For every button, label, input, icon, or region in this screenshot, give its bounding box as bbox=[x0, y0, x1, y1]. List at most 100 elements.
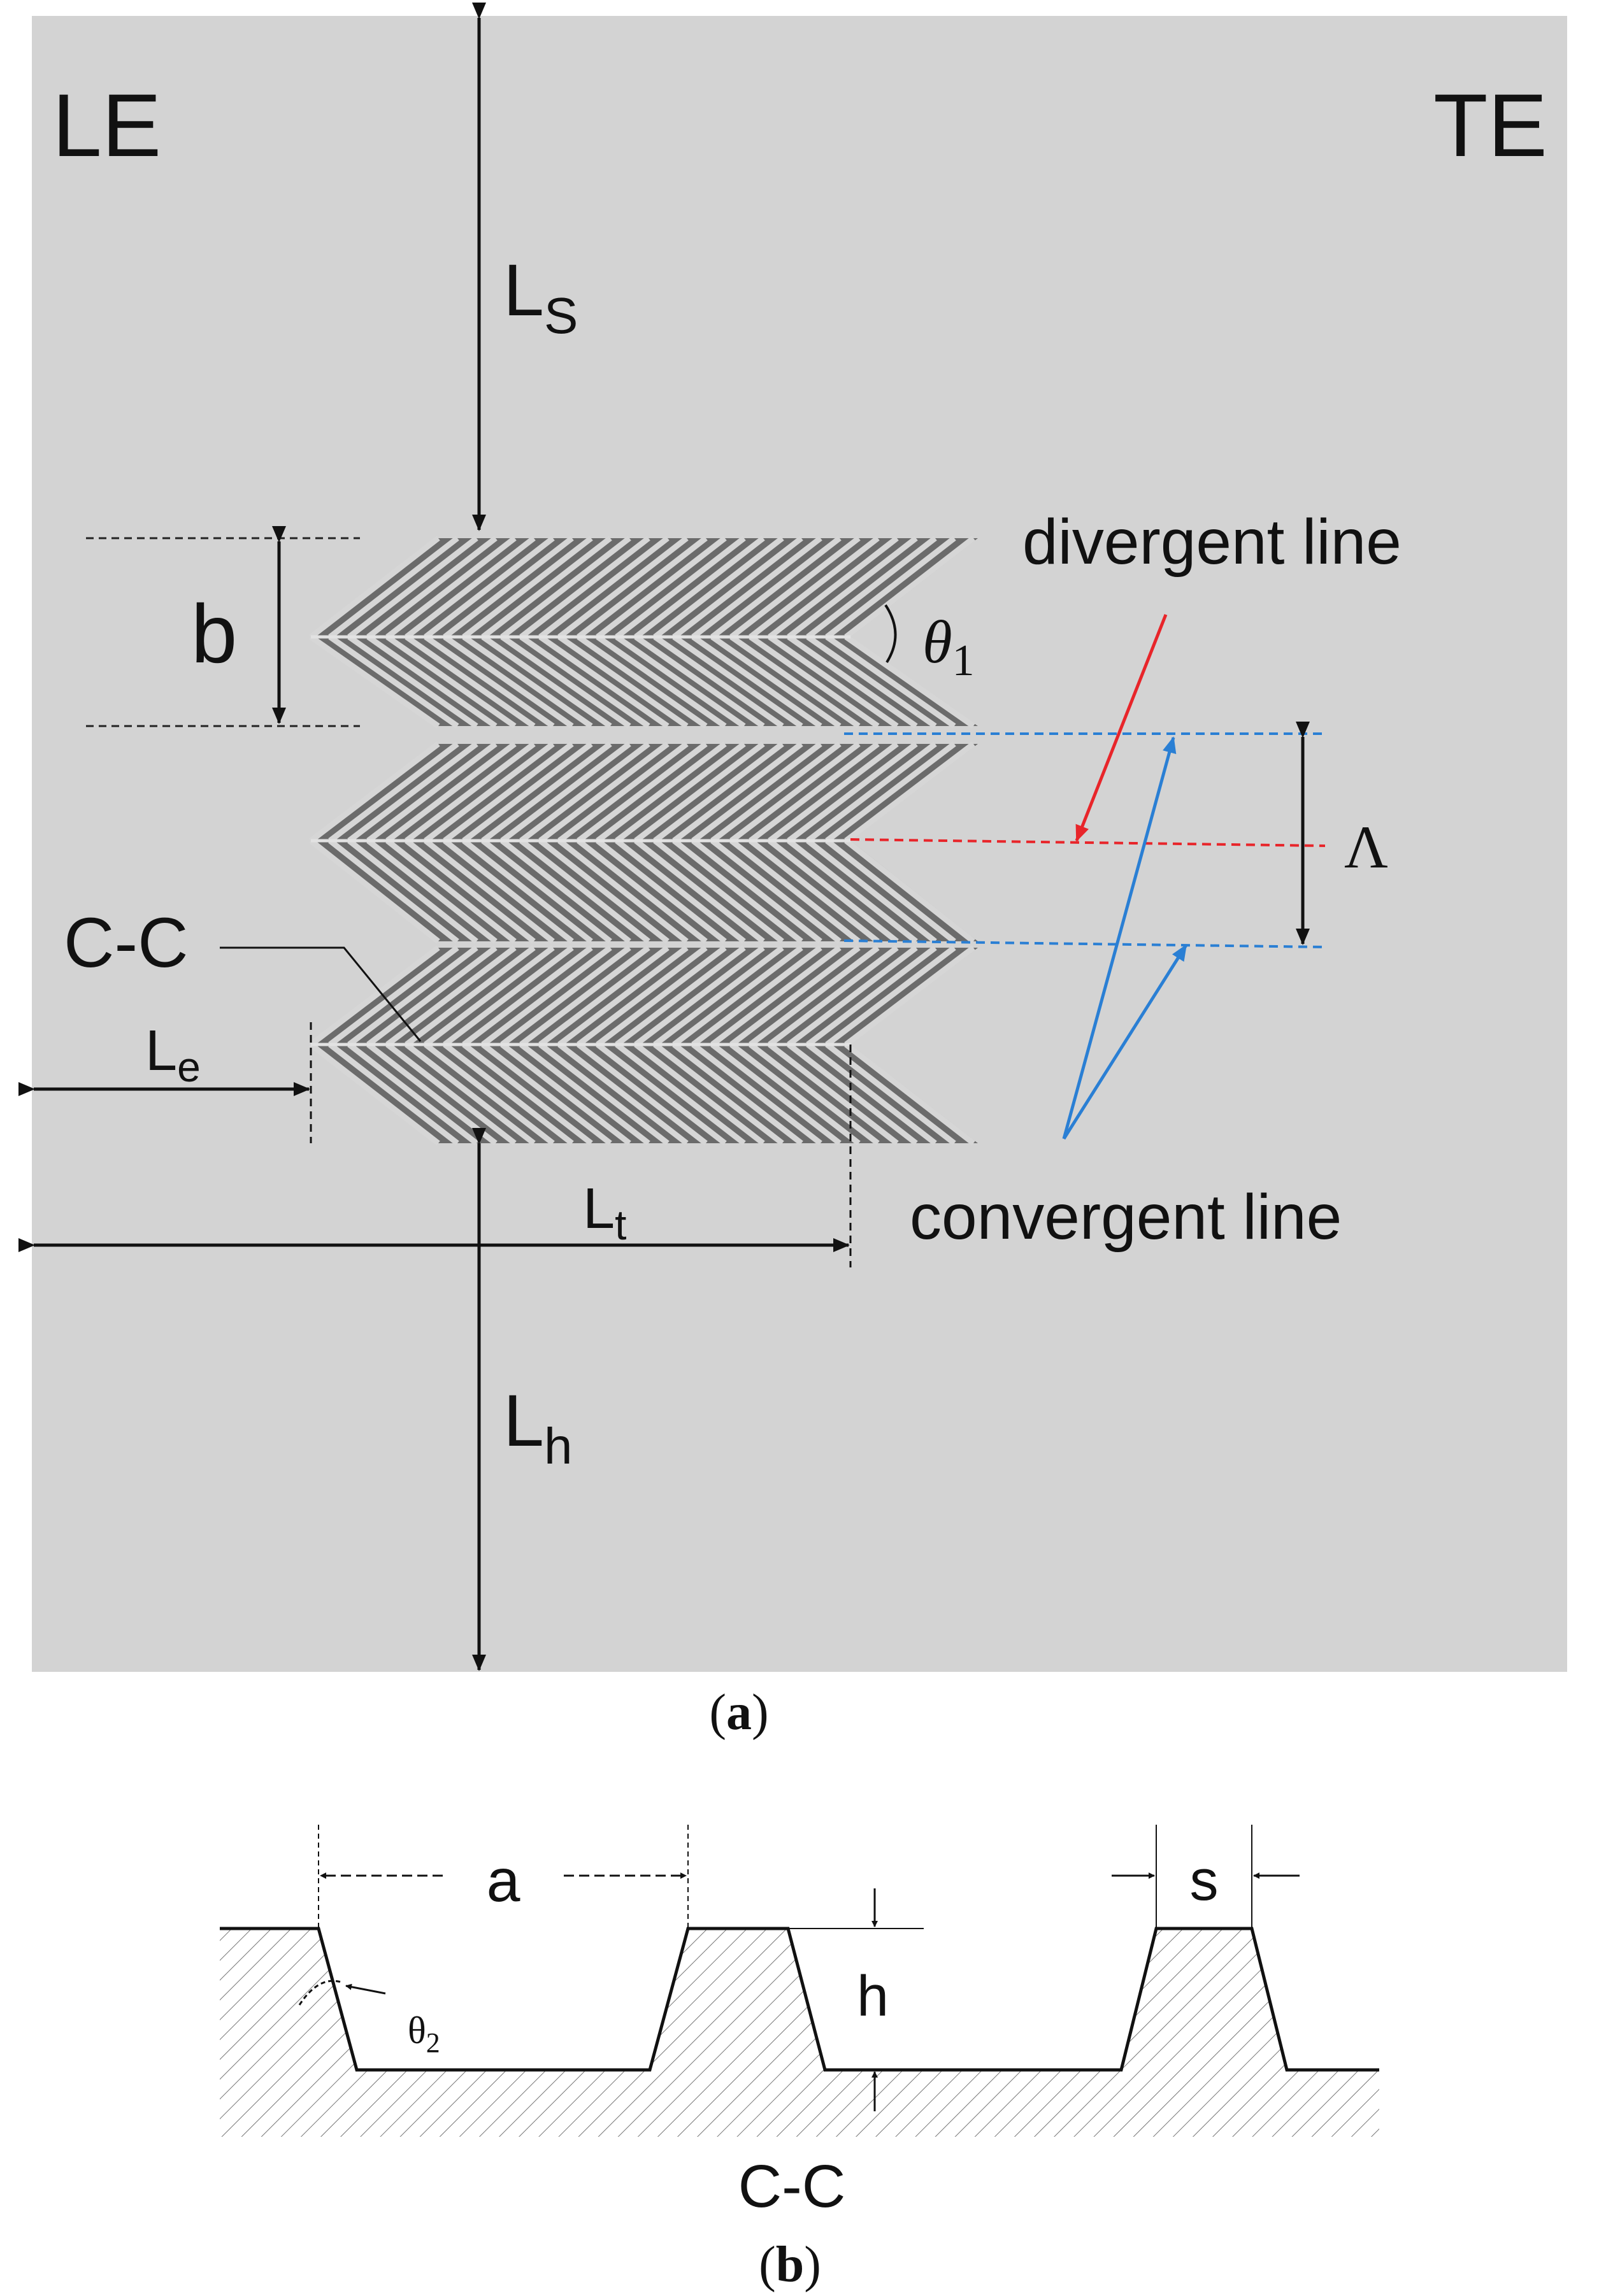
groove-rib bbox=[519, 741, 650, 843]
groove-rib bbox=[462, 1042, 593, 1146]
groove-rib bbox=[385, 634, 517, 729]
groove-rib bbox=[844, 838, 975, 944]
groove-rib bbox=[615, 536, 746, 639]
groove-rib bbox=[596, 1042, 727, 1146]
groove-rib bbox=[577, 536, 708, 639]
groove-rib bbox=[844, 741, 975, 843]
groove-rib bbox=[424, 634, 555, 729]
theta2-arrow bbox=[345, 1983, 386, 1995]
h-label: h bbox=[857, 1965, 889, 2029]
convergent-line-bottom bbox=[843, 939, 1326, 948]
convergent-line-label: convergent line bbox=[910, 1181, 1342, 1253]
groove-rib bbox=[672, 536, 803, 639]
a-label: a bbox=[487, 1847, 520, 1915]
groove-rib bbox=[309, 1042, 440, 1146]
groove-rib bbox=[653, 838, 784, 944]
groove-rib bbox=[710, 838, 842, 944]
groove-rib bbox=[653, 536, 784, 639]
groove-rib bbox=[366, 945, 498, 1047]
groove-rib bbox=[519, 634, 650, 729]
groove-rib bbox=[729, 945, 861, 1047]
groove-rib bbox=[405, 536, 536, 639]
groove-rib bbox=[634, 1042, 765, 1146]
groove-rib bbox=[328, 741, 459, 843]
groove-rib bbox=[653, 741, 784, 843]
groove-rib bbox=[385, 1042, 517, 1146]
groove-rib bbox=[749, 634, 880, 729]
section-title: C-C bbox=[738, 2153, 846, 2220]
groove-rib bbox=[347, 741, 478, 843]
groove-rib bbox=[806, 838, 937, 944]
groove-rib bbox=[806, 945, 937, 1047]
groove-rib bbox=[347, 634, 478, 729]
section-cc-label: C-C bbox=[64, 904, 189, 982]
groove-rib bbox=[844, 536, 975, 639]
groove-rib bbox=[844, 1042, 975, 1146]
groove-rib bbox=[749, 838, 880, 944]
groove-rib bbox=[825, 838, 956, 944]
section-cc-leader bbox=[220, 946, 422, 1042]
groove-rib bbox=[500, 634, 631, 729]
groove-rib bbox=[309, 741, 440, 843]
groove-rib bbox=[825, 741, 956, 843]
groove-rib bbox=[481, 1042, 612, 1146]
groove-rib bbox=[557, 838, 689, 944]
theta2-label: θ2 bbox=[408, 2009, 440, 2058]
groove-rib bbox=[385, 838, 517, 944]
groove-rib bbox=[729, 1042, 861, 1146]
groove-rib bbox=[500, 838, 631, 944]
groove-rib bbox=[443, 634, 574, 729]
groove-rib bbox=[405, 838, 536, 944]
groove-rib bbox=[672, 741, 803, 843]
groove-rib bbox=[424, 536, 555, 639]
groove-rib bbox=[347, 536, 478, 639]
trailing-edge-label: TE bbox=[1433, 75, 1547, 175]
groove-rib bbox=[462, 838, 593, 944]
groove-rib bbox=[328, 1042, 459, 1146]
leading-edge-label: LE bbox=[52, 75, 161, 175]
groove-rib bbox=[500, 945, 631, 1047]
groove-rib bbox=[424, 838, 555, 944]
groove-rib bbox=[405, 945, 536, 1047]
groove-rib bbox=[557, 536, 689, 639]
groove-rib bbox=[481, 536, 612, 639]
groove-rib bbox=[557, 1042, 689, 1146]
groove-rib bbox=[768, 741, 899, 843]
groove-rib bbox=[462, 945, 593, 1047]
groove-rib bbox=[577, 741, 708, 843]
groove-rib bbox=[309, 838, 440, 944]
theta1-angle-arc bbox=[884, 604, 897, 664]
groove-rib bbox=[538, 838, 670, 944]
groove-rib bbox=[538, 634, 670, 729]
groove-rib bbox=[634, 945, 765, 1047]
groove-rib bbox=[328, 634, 459, 729]
groove-rib bbox=[366, 1042, 498, 1146]
groove-rib bbox=[787, 1042, 918, 1146]
groove-rib bbox=[424, 1042, 555, 1146]
groove-rib bbox=[557, 741, 689, 843]
groove-rib bbox=[328, 536, 459, 639]
groove-rib bbox=[481, 838, 612, 944]
cross-section-solid bbox=[220, 1929, 1379, 2137]
groove-rib bbox=[538, 741, 670, 843]
groove-rib bbox=[366, 838, 498, 944]
groove-rib bbox=[825, 945, 956, 1047]
groove-rib bbox=[596, 634, 727, 729]
groove-rib bbox=[710, 741, 842, 843]
groove-rib bbox=[710, 1042, 842, 1146]
groove-rib bbox=[366, 634, 498, 729]
groove-rib bbox=[519, 1042, 650, 1146]
groove-rib bbox=[385, 741, 517, 843]
groove-rib bbox=[328, 838, 459, 944]
groove-rib bbox=[768, 1042, 899, 1146]
groove-rib bbox=[615, 741, 746, 843]
le-label: Le bbox=[145, 1019, 201, 1090]
groove-rib bbox=[443, 1042, 574, 1146]
groove-rib bbox=[634, 838, 765, 944]
groove-rib bbox=[481, 634, 612, 729]
groove-rib bbox=[710, 945, 842, 1047]
groove-rib bbox=[653, 945, 784, 1047]
lh-label: Lh bbox=[503, 1380, 572, 1474]
groove-rib bbox=[749, 1042, 880, 1146]
